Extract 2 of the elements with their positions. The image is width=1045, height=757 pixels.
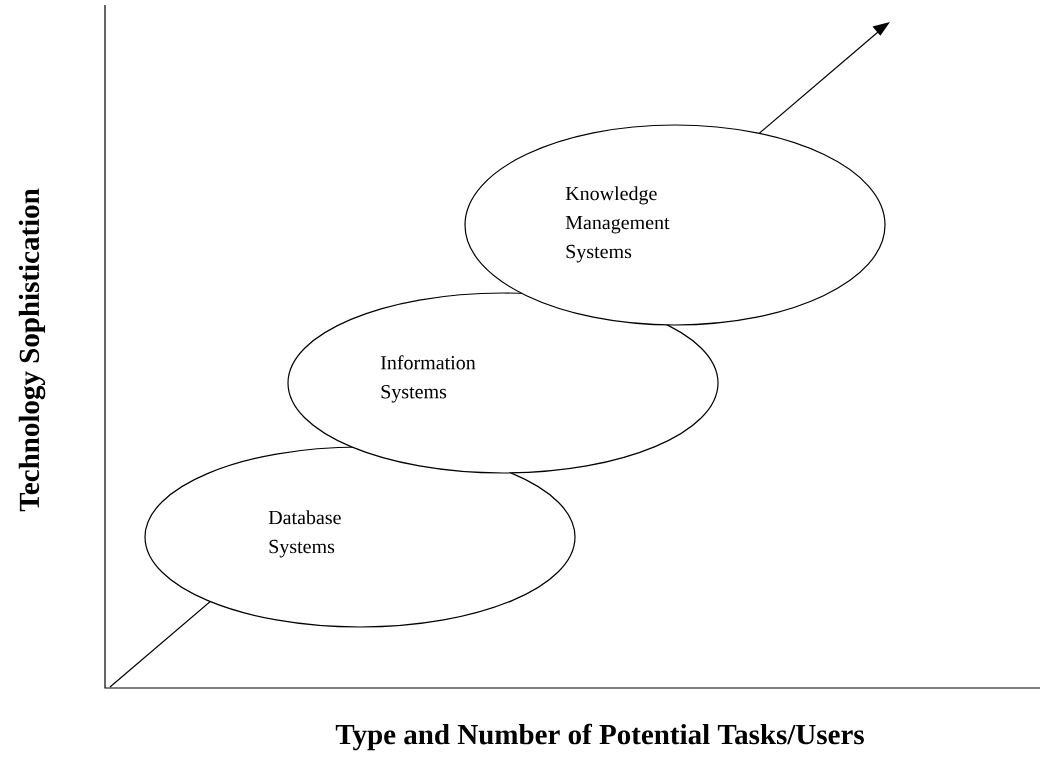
axis-title: Type and Number of Potential Tasks/Users (335, 723, 864, 751)
axis-title: Technology Sophistication (18, 188, 46, 512)
